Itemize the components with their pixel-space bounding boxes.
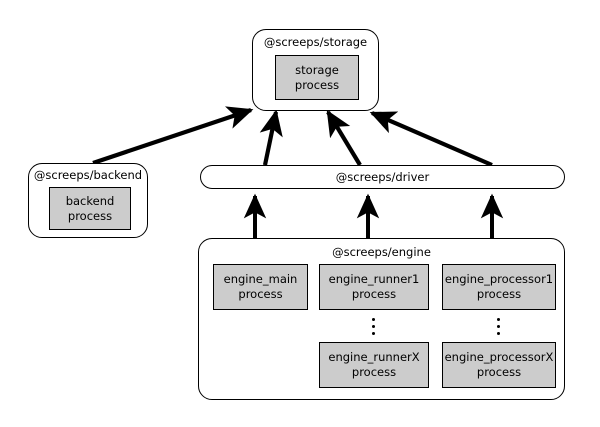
group-driver[interactable]: @screeps/driver bbox=[200, 165, 565, 189]
group-storage[interactable]: @screeps/storage storage process bbox=[252, 29, 379, 111]
process-storage-line1: storage bbox=[295, 62, 339, 77]
group-engine[interactable]: @screeps/engine engine_main process engi… bbox=[198, 238, 565, 400]
process-engine-main[interactable]: engine_main process bbox=[213, 264, 308, 310]
edge-driver-to-storage-right bbox=[369, 111, 493, 167]
process-engine-runner1-line1: engine_runner1 bbox=[328, 272, 420, 287]
process-engine-runner1[interactable]: engine_runner1 process bbox=[319, 264, 429, 310]
process-engine-runnerX-line2: process bbox=[351, 365, 397, 379]
edge-driver-to-storage-left bbox=[259, 109, 283, 166]
process-storage-line2: process bbox=[294, 77, 340, 92]
process-storage[interactable]: storage process bbox=[275, 55, 359, 100]
group-backend-label: @screeps/backend bbox=[33, 168, 143, 182]
process-engine-processor1[interactable]: engine_processor1 process bbox=[442, 264, 556, 310]
process-engine-processorX-line2: process bbox=[476, 365, 522, 379]
process-engine-processor1-line2: process bbox=[476, 287, 522, 301]
process-engine-runnerX[interactable]: engine_runnerX process bbox=[319, 342, 429, 388]
process-engine-runnerX-line1: engine_runnerX bbox=[328, 350, 420, 365]
process-backend[interactable]: backend process bbox=[49, 187, 131, 230]
process-engine-processorX[interactable]: engine_processorX process bbox=[442, 342, 556, 388]
process-backend-line2: process bbox=[67, 208, 113, 223]
process-engine-processorX-line1: engine_processorX bbox=[444, 350, 554, 365]
edge-driver-to-storage-middle bbox=[326, 109, 362, 167]
edge-backend-to-storage bbox=[92, 106, 254, 165]
process-engine-processor1-line1: engine_processor1 bbox=[444, 272, 554, 287]
group-storage-label: @screeps/storage bbox=[263, 35, 368, 49]
group-engine-label: @screeps/engine bbox=[332, 245, 431, 259]
group-backend[interactable]: @screeps/backend backend process bbox=[28, 163, 148, 238]
process-engine-runner1-line2: process bbox=[351, 287, 397, 301]
ellipsis-processor-icon bbox=[497, 318, 500, 335]
process-backend-line1: backend bbox=[65, 193, 115, 208]
group-driver-label: @screeps/driver bbox=[335, 170, 430, 184]
process-engine-main-line1: engine_main bbox=[223, 272, 298, 287]
ellipsis-runner-icon bbox=[372, 318, 375, 335]
process-engine-main-line2: process bbox=[238, 287, 283, 301]
